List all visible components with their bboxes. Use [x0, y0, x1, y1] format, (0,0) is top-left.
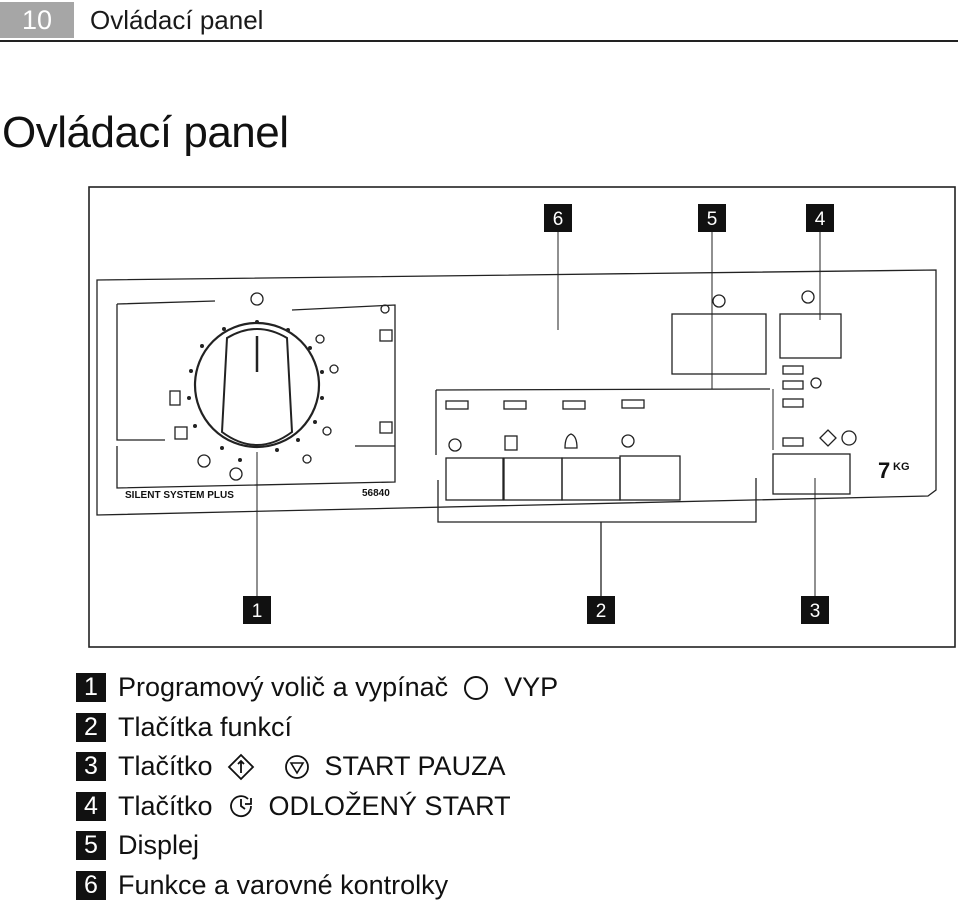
- legend-text: Tlačítko: [118, 791, 213, 822]
- legend-text: Programový volič a vypínač: [118, 672, 448, 703]
- callout-5-label: 5: [707, 209, 718, 230]
- flower-icon: [449, 439, 461, 451]
- legend-list: 1 Programový volič a vypínač VYP 2 Tlačí…: [76, 668, 558, 905]
- power-off-circle-icon: [462, 674, 490, 702]
- legend-item-3: 3 Tlačítko START PAUZA: [76, 747, 558, 787]
- callout-6-label: 6: [553, 209, 564, 230]
- legend-item-1: 1 Programový volič a vypínač VYP: [76, 668, 558, 708]
- clock-icon: [713, 295, 725, 307]
- legend-text: Tlačítko: [118, 751, 213, 782]
- sun-icon: [330, 365, 338, 373]
- led-4: [622, 400, 644, 408]
- globe-icon: [811, 378, 821, 388]
- trousers-icon: [170, 391, 180, 405]
- sun-icon: [316, 335, 324, 343]
- pause-icon: [283, 753, 311, 781]
- capacity-value: 7: [878, 458, 890, 483]
- clock-icon: [622, 435, 634, 447]
- legend-suffix: VYP: [504, 672, 558, 703]
- legend-number: 6: [76, 871, 106, 900]
- callout-1-label: 1: [252, 601, 263, 622]
- sun-icon: [303, 455, 311, 463]
- bell-icon: [565, 434, 577, 448]
- led-1: [446, 401, 468, 409]
- delay-start-icon: [227, 792, 255, 820]
- dial-dots: [187, 320, 324, 462]
- legend-item-2: 2 Tlačítka funkcí: [76, 708, 558, 748]
- function-button-4: [620, 456, 680, 500]
- delicate-icon: [175, 427, 187, 439]
- function-button-2: [504, 458, 562, 500]
- legend-text: Tlačítka funkcí: [118, 712, 292, 743]
- program-icon: [380, 330, 392, 341]
- panel-outline: [97, 270, 936, 515]
- legend-text: Displej: [118, 830, 199, 861]
- led-2: [504, 401, 526, 409]
- side-led-4: [783, 438, 803, 446]
- start-pause-button: [773, 454, 850, 494]
- light-icon: [381, 305, 389, 313]
- callout-bracket-2: [438, 478, 756, 596]
- display: [672, 314, 766, 374]
- figure-frame: [89, 187, 955, 647]
- legend-item-4: 4 Tlačítko ODLOŽENÝ START: [76, 787, 558, 827]
- delay-display: [780, 314, 841, 358]
- legend-suffix: START PAUZA: [325, 751, 506, 782]
- program-dial: [195, 323, 319, 447]
- stain-icon: [505, 436, 517, 450]
- function-button-1: [446, 458, 503, 500]
- side-led-3: [783, 399, 803, 407]
- start-icon: [227, 753, 255, 781]
- model-number: 56840: [362, 488, 390, 499]
- function-button-3: [562, 458, 620, 500]
- program-icon: [380, 422, 392, 433]
- start-icon: [820, 430, 836, 446]
- callout-4-label: 4: [815, 209, 826, 230]
- legend-item-5: 5 Displej: [76, 826, 558, 866]
- legend-text: Funkce a varovné kontrolky: [118, 870, 448, 901]
- callout-2-label: 2: [596, 601, 607, 622]
- legend-item-6: 6 Funkce a varovné kontrolky: [76, 866, 558, 905]
- legend-number: 2: [76, 713, 106, 742]
- spin-icon: [198, 455, 210, 467]
- legend-suffix: ODLOŽENÝ START: [269, 791, 511, 822]
- legend-number: 5: [76, 831, 106, 860]
- legend-number: 3: [76, 752, 106, 781]
- capacity-unit: KG: [893, 461, 910, 473]
- sun-icon: [323, 427, 331, 435]
- legend-number: 1: [76, 673, 106, 702]
- led-3: [563, 401, 585, 409]
- side-led-2: [783, 381, 803, 389]
- legend-number: 4: [76, 792, 106, 821]
- dial-label: SILENT SYSTEM PLUS: [125, 490, 234, 501]
- function-strip: [436, 389, 770, 455]
- power-off-circle-icon: [251, 293, 263, 305]
- callout-3-label: 3: [810, 601, 821, 622]
- pause-icon: [842, 431, 856, 445]
- timer-icon: [230, 468, 242, 480]
- side-led-1: [783, 366, 803, 374]
- delay-start-icon: [802, 291, 814, 303]
